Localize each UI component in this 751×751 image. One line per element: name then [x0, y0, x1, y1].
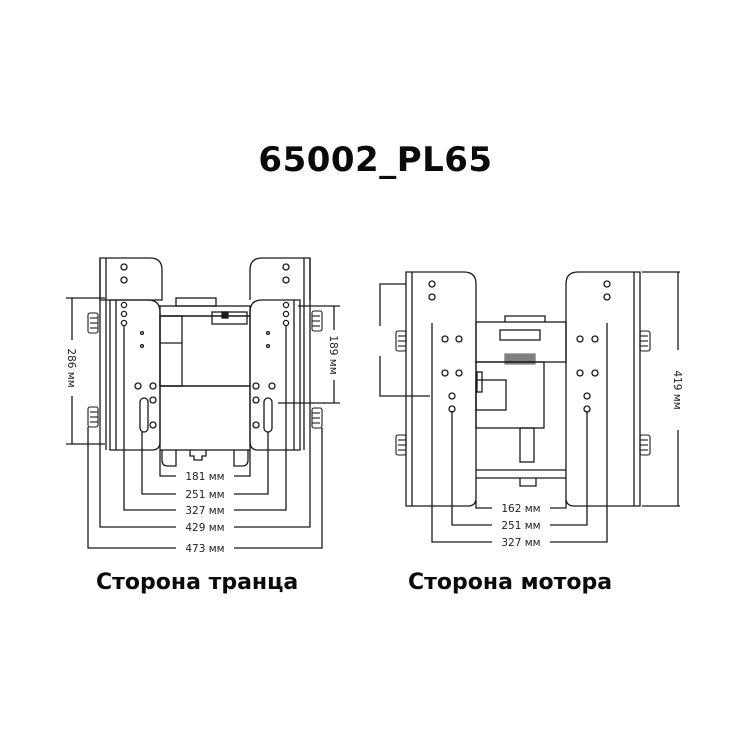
dim-429: 429 мм: [185, 522, 224, 534]
dim-189: 189 мм: [327, 335, 339, 374]
dim-181: 181 мм: [185, 471, 224, 483]
dim-419: 419 мм: [671, 370, 683, 409]
transom-side-view: [66, 257, 340, 549]
dim-251-left: 251 мм: [185, 489, 224, 501]
product-code-title: 65002_PL65: [258, 140, 493, 180]
dim-327-left: 327 мм: [185, 505, 224, 517]
dim-286: 286 мм: [65, 348, 77, 387]
dim-251-right: 251 мм: [501, 520, 540, 532]
dim-327-right: 327 мм: [501, 537, 540, 549]
motor-side-view: [379, 271, 680, 543]
dim-473: 473 мм: [185, 543, 224, 555]
caption-motor-side: Сторона мотора: [408, 570, 613, 595]
dim-162: 162 мм: [501, 503, 540, 515]
caption-transom-side: Сторона транца: [96, 570, 299, 595]
